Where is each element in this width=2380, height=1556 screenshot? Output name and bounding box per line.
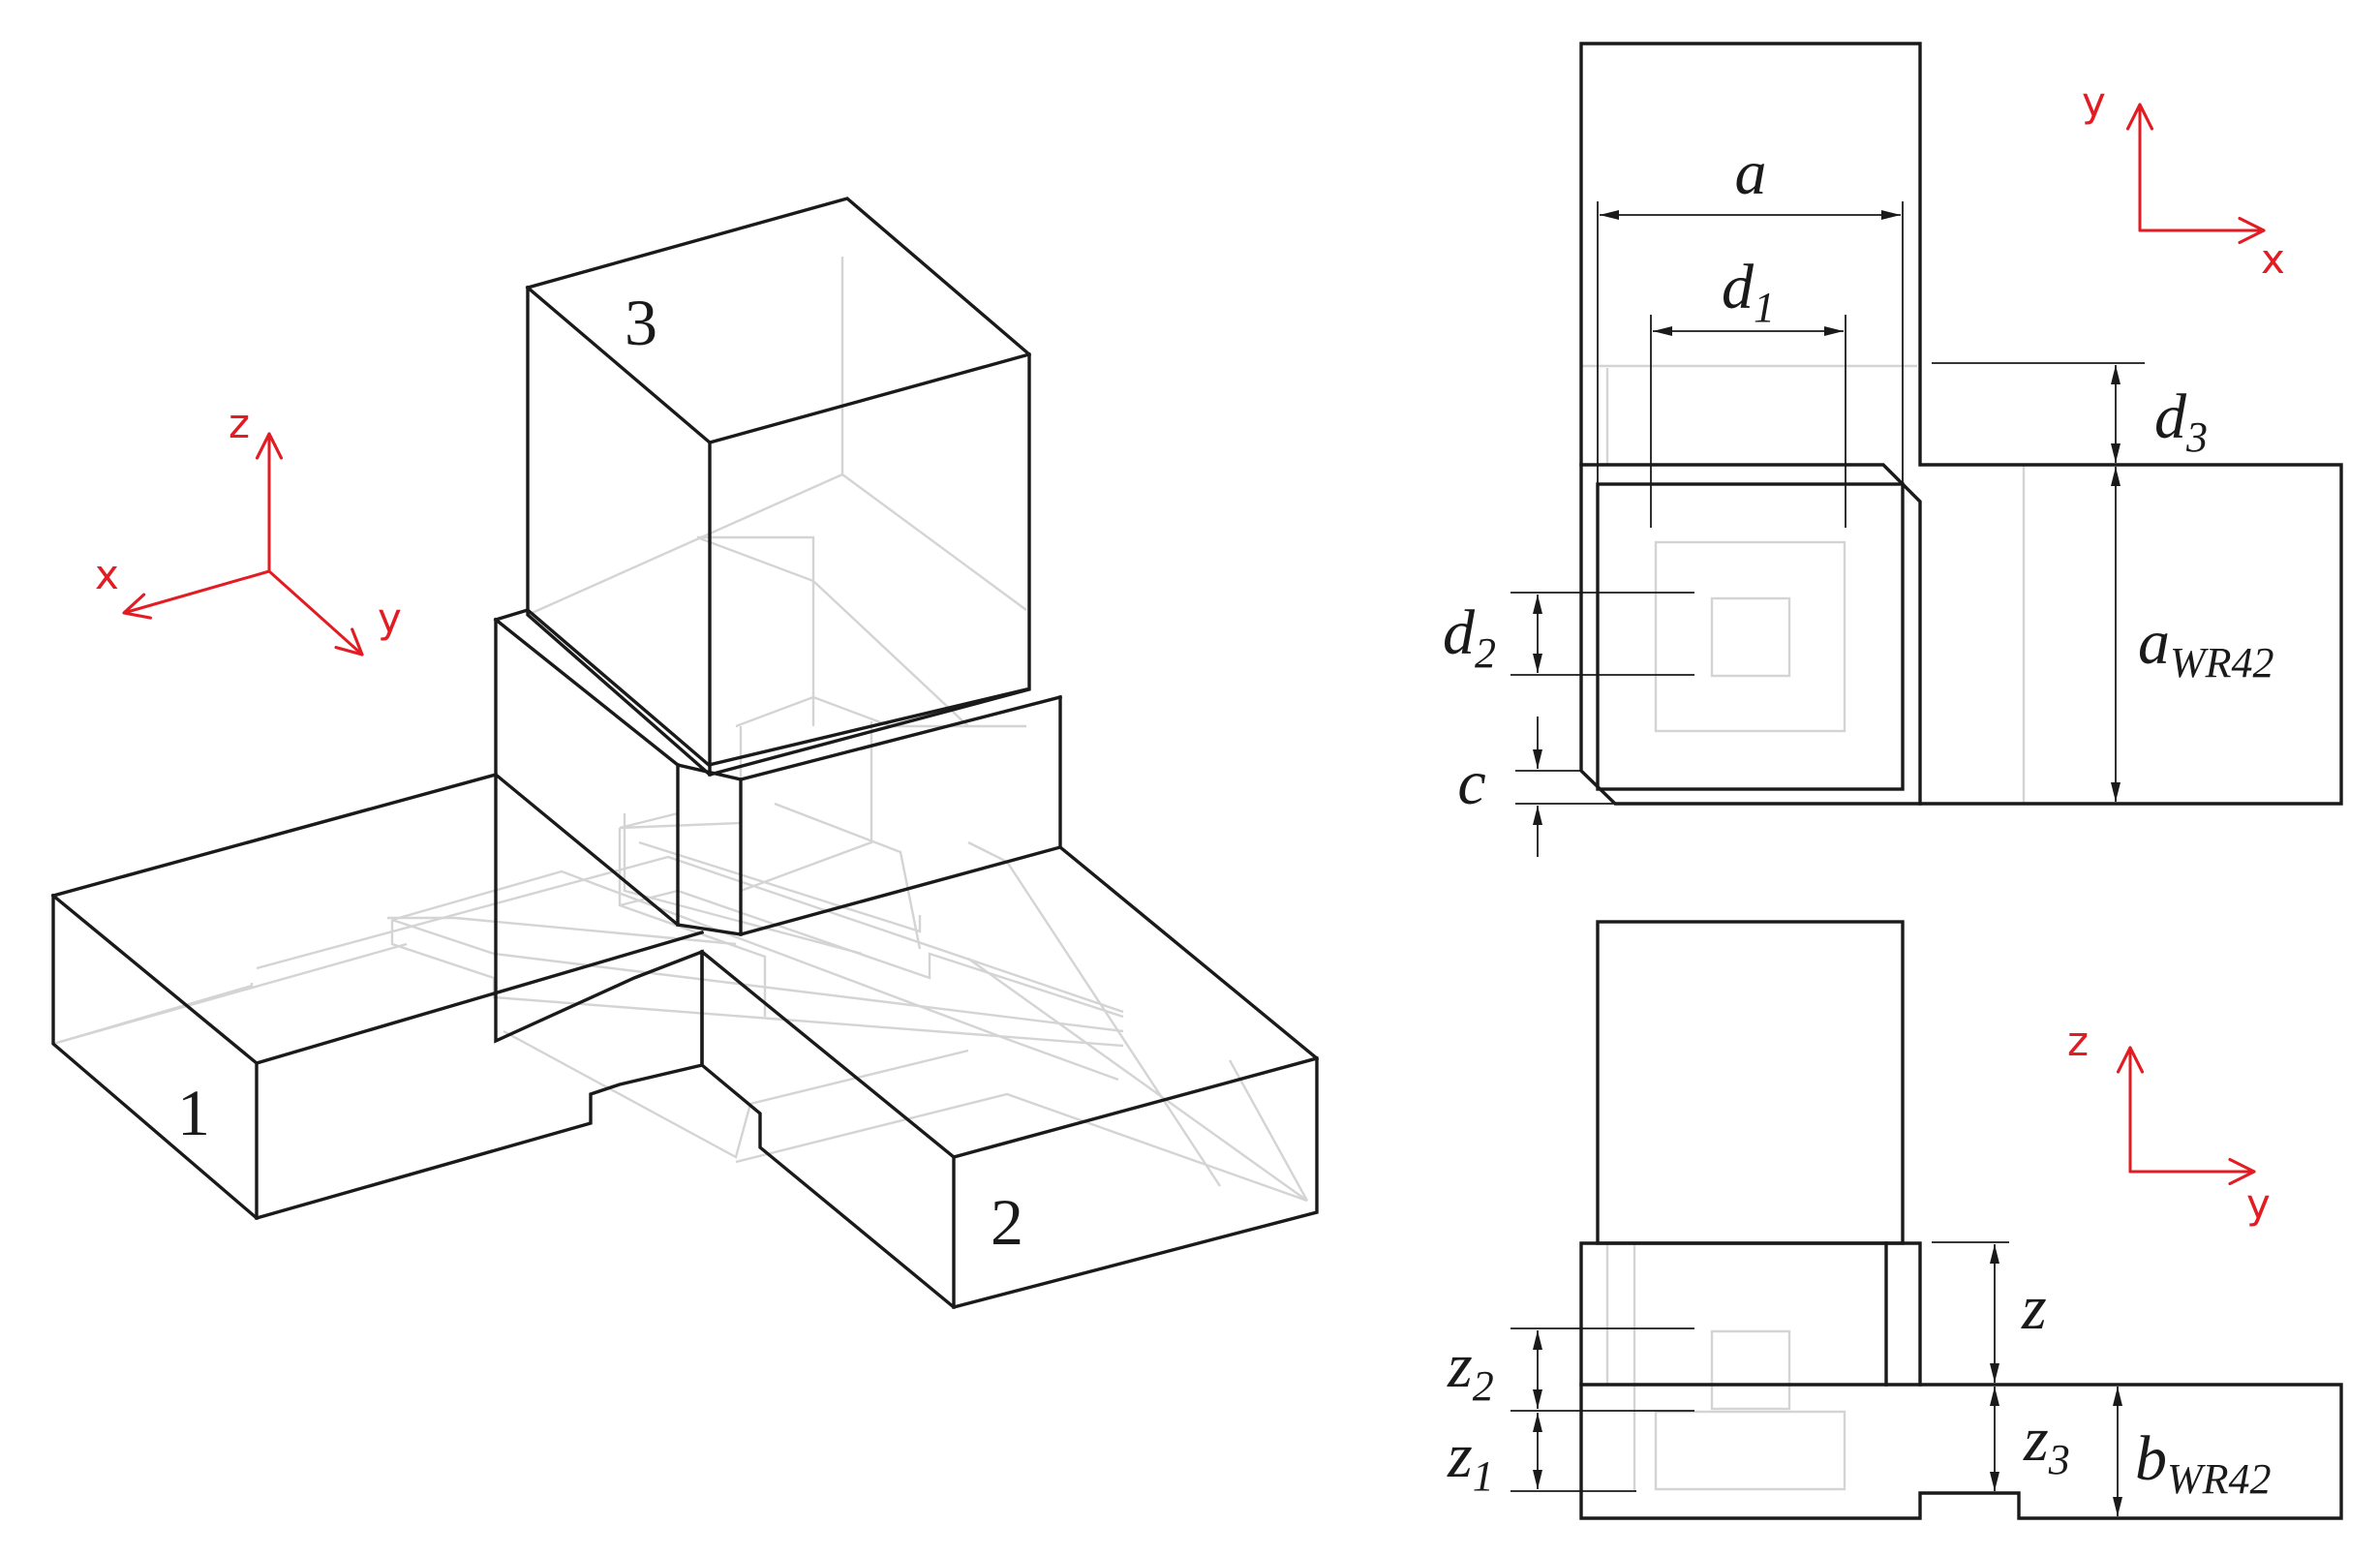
part-label-3: 3: [625, 286, 657, 359]
hidden-lines-side: [1605, 1244, 1846, 1491]
dim-label-d1: d1: [1722, 252, 1775, 331]
block-3: [525, 197, 1032, 777]
side-upper-block: [1596, 920, 1905, 1245]
dim-label-z2: z2: [1447, 1330, 1494, 1410]
top-view: a d1 d3 aWR42 d2 c y x: [1443, 42, 2343, 857]
side-axis-label-z: z: [2067, 1018, 2089, 1065]
block-2: [699, 844, 1320, 1309]
side-axis-label-y: y: [2246, 1180, 2271, 1228]
iso-axis-label-x: x: [95, 551, 119, 598]
dim-label-a: a: [1735, 137, 1767, 208]
hidden-lines-top: [1581, 364, 2026, 804]
dim-label-b-wr42: bWR42: [2135, 1423, 2272, 1503]
dim-label-d3: d3: [2154, 381, 2208, 461]
top-axis-label-y: y: [2082, 78, 2106, 126]
dim-label-c: c: [1457, 747, 1485, 818]
dim-label-d2: d2: [1443, 597, 1496, 677]
dim-label-z1: z1: [1447, 1420, 1494, 1500]
top-axis-label-x: x: [2261, 235, 2285, 283]
top-view-axes: y x: [2082, 78, 2285, 283]
side-view: z z3 bWR42 z2 z1 z y: [1447, 920, 2343, 1520]
dim-label-z: z: [2021, 1272, 2047, 1343]
dim-label-z3: z3: [2023, 1404, 2070, 1483]
part-label-2: 2: [991, 1185, 1023, 1259]
isometric-view: 1 2 3 z x y: [50, 197, 1320, 1309]
part-label-1: 1: [177, 1076, 210, 1149]
side-view-axes: z y: [2067, 1018, 2271, 1228]
hidden-lines-iso: [52, 257, 1309, 1203]
iso-axis-label-y: y: [378, 595, 402, 642]
block-1: [50, 772, 705, 1220]
iso-axes: z x y: [95, 400, 402, 656]
dim-label-a-wr42: aWR42: [2138, 607, 2274, 686]
top-outline: [1579, 42, 2343, 806]
iso-axis-label-z: z: [229, 400, 250, 447]
side-lower-block: [1579, 1383, 2343, 1520]
